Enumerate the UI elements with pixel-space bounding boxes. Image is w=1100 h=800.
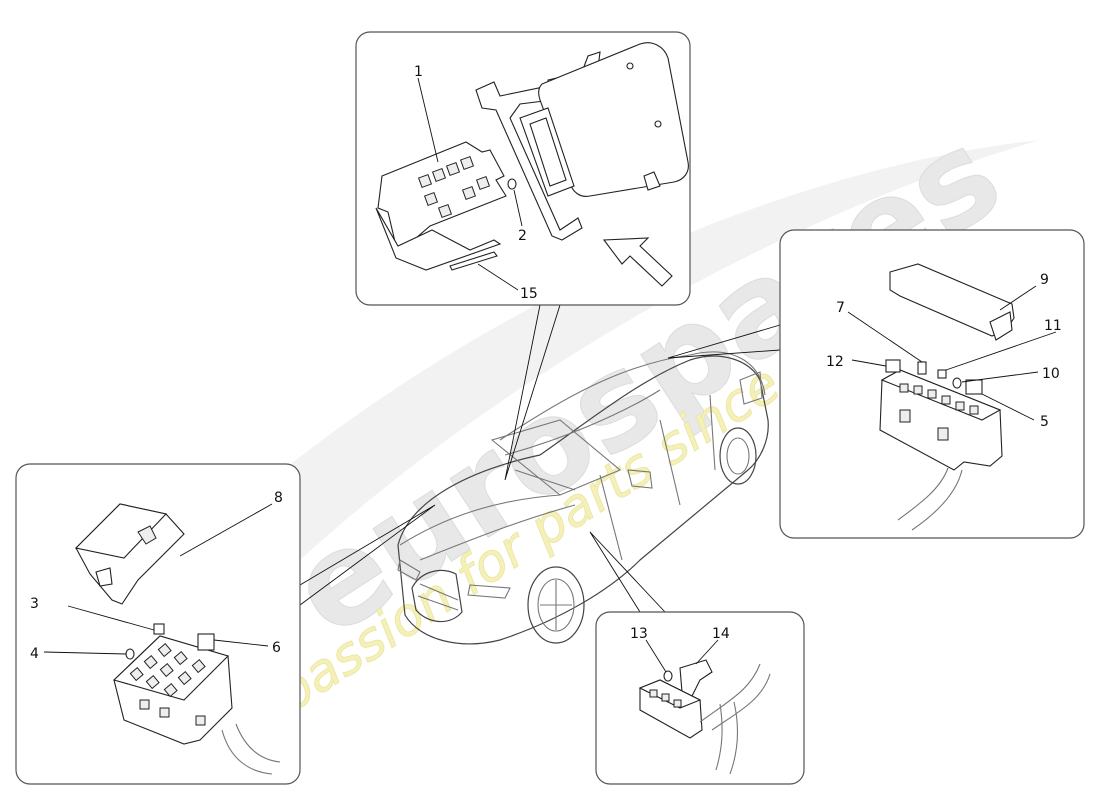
panel-leaders — [299, 304, 781, 613]
callout-3: 3 — [30, 596, 39, 612]
fuse-grid — [129, 643, 206, 726]
right-detail-panel: 9 7 11 12 10 5 — [779, 229, 1085, 539]
callout-7: 7 — [836, 300, 845, 316]
callout-13: 13 — [630, 626, 648, 642]
part-5-relay — [965, 379, 983, 395]
left-detail-panel: 8 3 4 6 — [15, 463, 301, 785]
callout-10: 10 — [1042, 366, 1060, 382]
callout-9: 9 — [1040, 272, 1049, 288]
callout-12: 12 — [826, 354, 844, 370]
top-detail-panel: 1 2 15 — [355, 31, 691, 306]
watermark-swoosh — [180, 140, 1040, 560]
part-7-fuse — [917, 361, 927, 375]
part-6-relay — [197, 633, 215, 651]
bottom-detail-panel: 13 14 — [595, 611, 805, 785]
callout-6: 6 — [272, 640, 281, 656]
part-12-relay — [885, 359, 901, 373]
callout-14: 14 — [712, 626, 730, 642]
part-4-clip — [125, 648, 135, 660]
callout-8: 8 — [274, 490, 283, 506]
part-3-fuse — [153, 623, 165, 635]
callout-2: 2 — [518, 228, 527, 244]
part-13-nut — [663, 670, 673, 682]
callout-5: 5 — [1040, 414, 1049, 430]
callout-1: 1 — [414, 64, 423, 80]
callout-15: 15 — [520, 286, 538, 302]
callout-4: 4 — [30, 646, 39, 662]
callout-11: 11 — [1044, 318, 1062, 334]
